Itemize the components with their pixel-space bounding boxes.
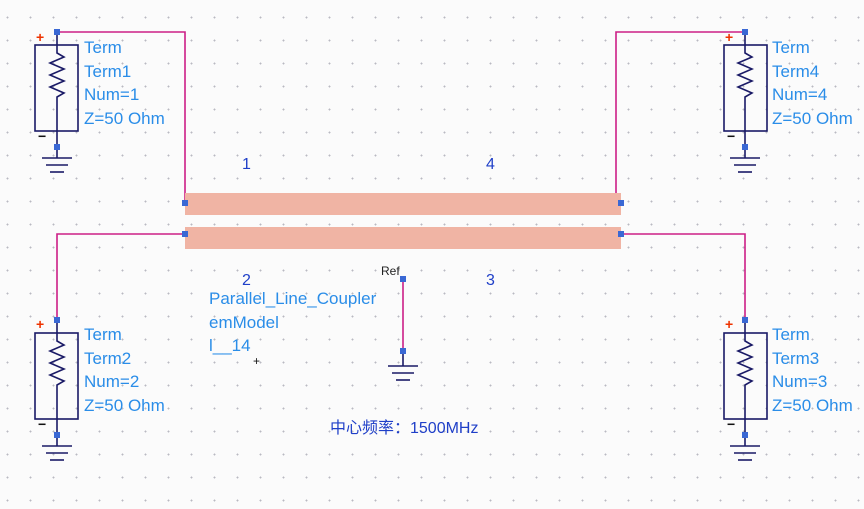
term4-z: Z=50 Ohm bbox=[772, 108, 853, 128]
term1-z: Z=50 Ohm bbox=[84, 108, 165, 128]
pin-ref-bottom[interactable] bbox=[400, 348, 406, 354]
wire-term1[interactable] bbox=[57, 31, 186, 203]
port-number-1: 1 bbox=[242, 156, 251, 173]
minus-term4: − bbox=[727, 128, 736, 144]
term3-label[interactable]: Term Term3 Num=3 Z=50 Ohm bbox=[772, 323, 853, 417]
crosshair-marker: + bbox=[253, 354, 261, 368]
coupler-strip-bottom[interactable] bbox=[185, 227, 621, 249]
term3-num: Num=3 bbox=[772, 372, 828, 391]
wire-term3[interactable] bbox=[621, 233, 746, 320]
pin-term3-top[interactable] bbox=[742, 317, 748, 323]
term4-symbol[interactable] bbox=[723, 32, 768, 173]
pin-coupler-1[interactable] bbox=[182, 200, 188, 206]
pin-coupler-3[interactable] bbox=[618, 231, 624, 237]
pin-term3-bottom[interactable] bbox=[742, 432, 748, 438]
term3-z: Z=50 Ohm bbox=[772, 395, 853, 415]
plus-term4: + bbox=[725, 29, 734, 45]
term4-num: Num=4 bbox=[772, 85, 828, 104]
pin-term1-bottom[interactable] bbox=[54, 144, 60, 150]
term1-type: Term bbox=[84, 38, 122, 57]
plus-term1: + bbox=[36, 29, 45, 45]
term3-name: Term3 bbox=[772, 348, 820, 368]
minus-term3: − bbox=[727, 416, 736, 432]
port-number-4: 4 bbox=[486, 156, 495, 173]
port-number-3: 3 bbox=[486, 272, 495, 289]
plus-term3: + bbox=[725, 316, 734, 332]
pin-term4-bottom[interactable] bbox=[742, 144, 748, 150]
wire-term2[interactable] bbox=[56, 233, 185, 320]
coupler-label[interactable]: Parallel_Line_Coupler emModel l__14 bbox=[209, 287, 376, 358]
term2-label[interactable]: Term Term2 Num=2 Z=50 Ohm bbox=[84, 323, 165, 417]
term2-symbol[interactable] bbox=[34, 320, 79, 461]
term1-symbol[interactable] bbox=[34, 32, 79, 173]
pin-term4-top[interactable] bbox=[742, 29, 748, 35]
coupler-model: emModel bbox=[209, 312, 279, 332]
pin-coupler-2[interactable] bbox=[182, 231, 188, 237]
term2-z: Z=50 Ohm bbox=[84, 395, 165, 415]
ref-ground-symbol[interactable] bbox=[388, 352, 418, 381]
term4-type: Term bbox=[772, 38, 810, 57]
term4-label[interactable]: Term Term4 Num=4 Z=50 Ohm bbox=[772, 36, 853, 130]
center-frequency-note[interactable]: 中心频率：1500MHz bbox=[330, 420, 479, 437]
term1-name: Term1 bbox=[84, 61, 132, 81]
pin-coupler-4[interactable] bbox=[618, 200, 624, 206]
term3-symbol[interactable] bbox=[723, 320, 768, 461]
coupler-name: Parallel_Line_Coupler bbox=[209, 289, 377, 308]
term2-num: Num=2 bbox=[84, 372, 140, 391]
pin-term2-bottom[interactable] bbox=[54, 432, 60, 438]
pin-term1-top[interactable] bbox=[54, 29, 60, 35]
term1-label[interactable]: Term Term1 Num=1 Z=50 Ohm bbox=[84, 36, 165, 130]
port-number-2: 2 bbox=[242, 272, 251, 289]
minus-term1: − bbox=[38, 128, 47, 144]
coupler-instance: l__14 bbox=[209, 336, 251, 355]
pin-term2-top[interactable] bbox=[54, 317, 60, 323]
term2-name: Term2 bbox=[84, 348, 132, 368]
term4-name: Term4 bbox=[772, 61, 820, 81]
term2-type: Term bbox=[84, 325, 122, 344]
ref-label: Ref bbox=[381, 264, 400, 278]
plus-term2: + bbox=[36, 316, 45, 332]
minus-term2: − bbox=[38, 416, 47, 432]
coupler-strip-top[interactable] bbox=[185, 193, 621, 215]
term3-type: Term bbox=[772, 325, 810, 344]
term1-num: Num=1 bbox=[84, 85, 140, 104]
pin-ref-top[interactable] bbox=[400, 276, 406, 282]
wire-term4[interactable] bbox=[615, 31, 745, 204]
